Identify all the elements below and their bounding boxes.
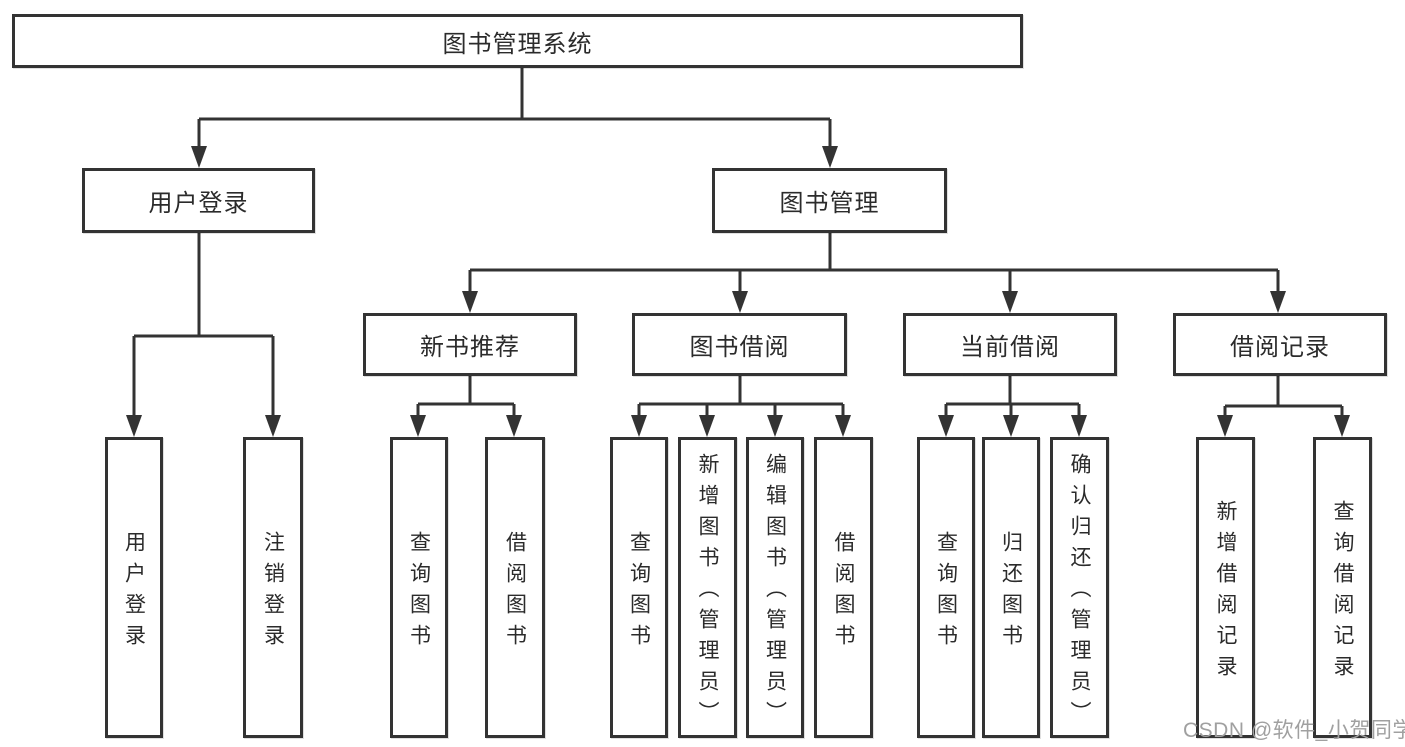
leaf-query-books-current: 查询图书 [917,437,975,738]
leaf-borrow-books-recommend: 借阅图书 [485,437,545,738]
leaf-user-login: 用户登录 [105,437,163,738]
node-root-system: 图书管理系统 [12,14,1023,68]
leaf-add-books-admin: 新增图书（管理员） [678,437,737,738]
leaf-query-books-borrow: 查询图书 [610,437,668,738]
leaf-edit-books-admin: 编辑图书（管理员） [746,437,804,738]
node-user-login: 用户登录 [82,168,315,233]
leaf-confirm-return-admin: 确认归还（管理员） [1050,437,1109,738]
leaf-logout: 注销登录 [243,437,303,738]
node-borrow-records: 借阅记录 [1173,313,1387,376]
csdn-watermark: CSDN @软件_小贺同学 [1183,719,1405,742]
node-book-management: 图书管理 [712,168,947,233]
node-book-borrow: 图书借阅 [632,313,847,376]
leaf-query-borrow-record: 查询借阅记录 [1313,437,1372,738]
node-new-book-recommend: 新书推荐 [363,313,577,376]
leaf-query-books-recommend: 查询图书 [390,437,448,738]
leaf-borrow-books: 借阅图书 [814,437,873,738]
node-current-borrow: 当前借阅 [903,313,1117,376]
leaf-add-borrow-record: 新增借阅记录 [1196,437,1255,738]
leaf-return-books: 归还图书 [982,437,1040,738]
